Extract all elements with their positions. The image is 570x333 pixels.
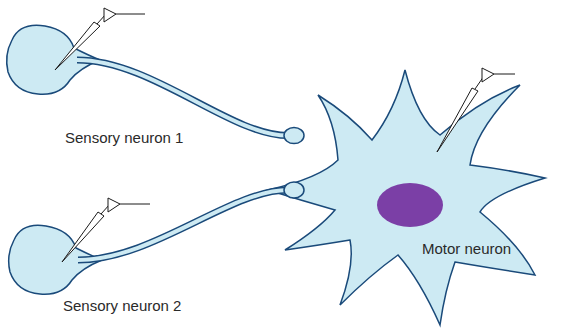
recording-electrode [62,198,150,262]
motor-cell-body [268,70,545,325]
nucleus [377,183,443,227]
motor-neuron: Motor neuron [300,110,530,270]
sensory-neuron: Sensory neuron 2 [8,225,78,295]
neuron-label: Sensory neuron 1 [65,129,183,146]
recording-electrode [437,68,515,152]
axon [78,182,304,260]
neuron-label: Sensory neuron 2 [63,297,181,314]
neuron-label: Motor neuron [422,240,511,257]
sensory-neuron: Sensory neuron 1 [5,25,77,95]
